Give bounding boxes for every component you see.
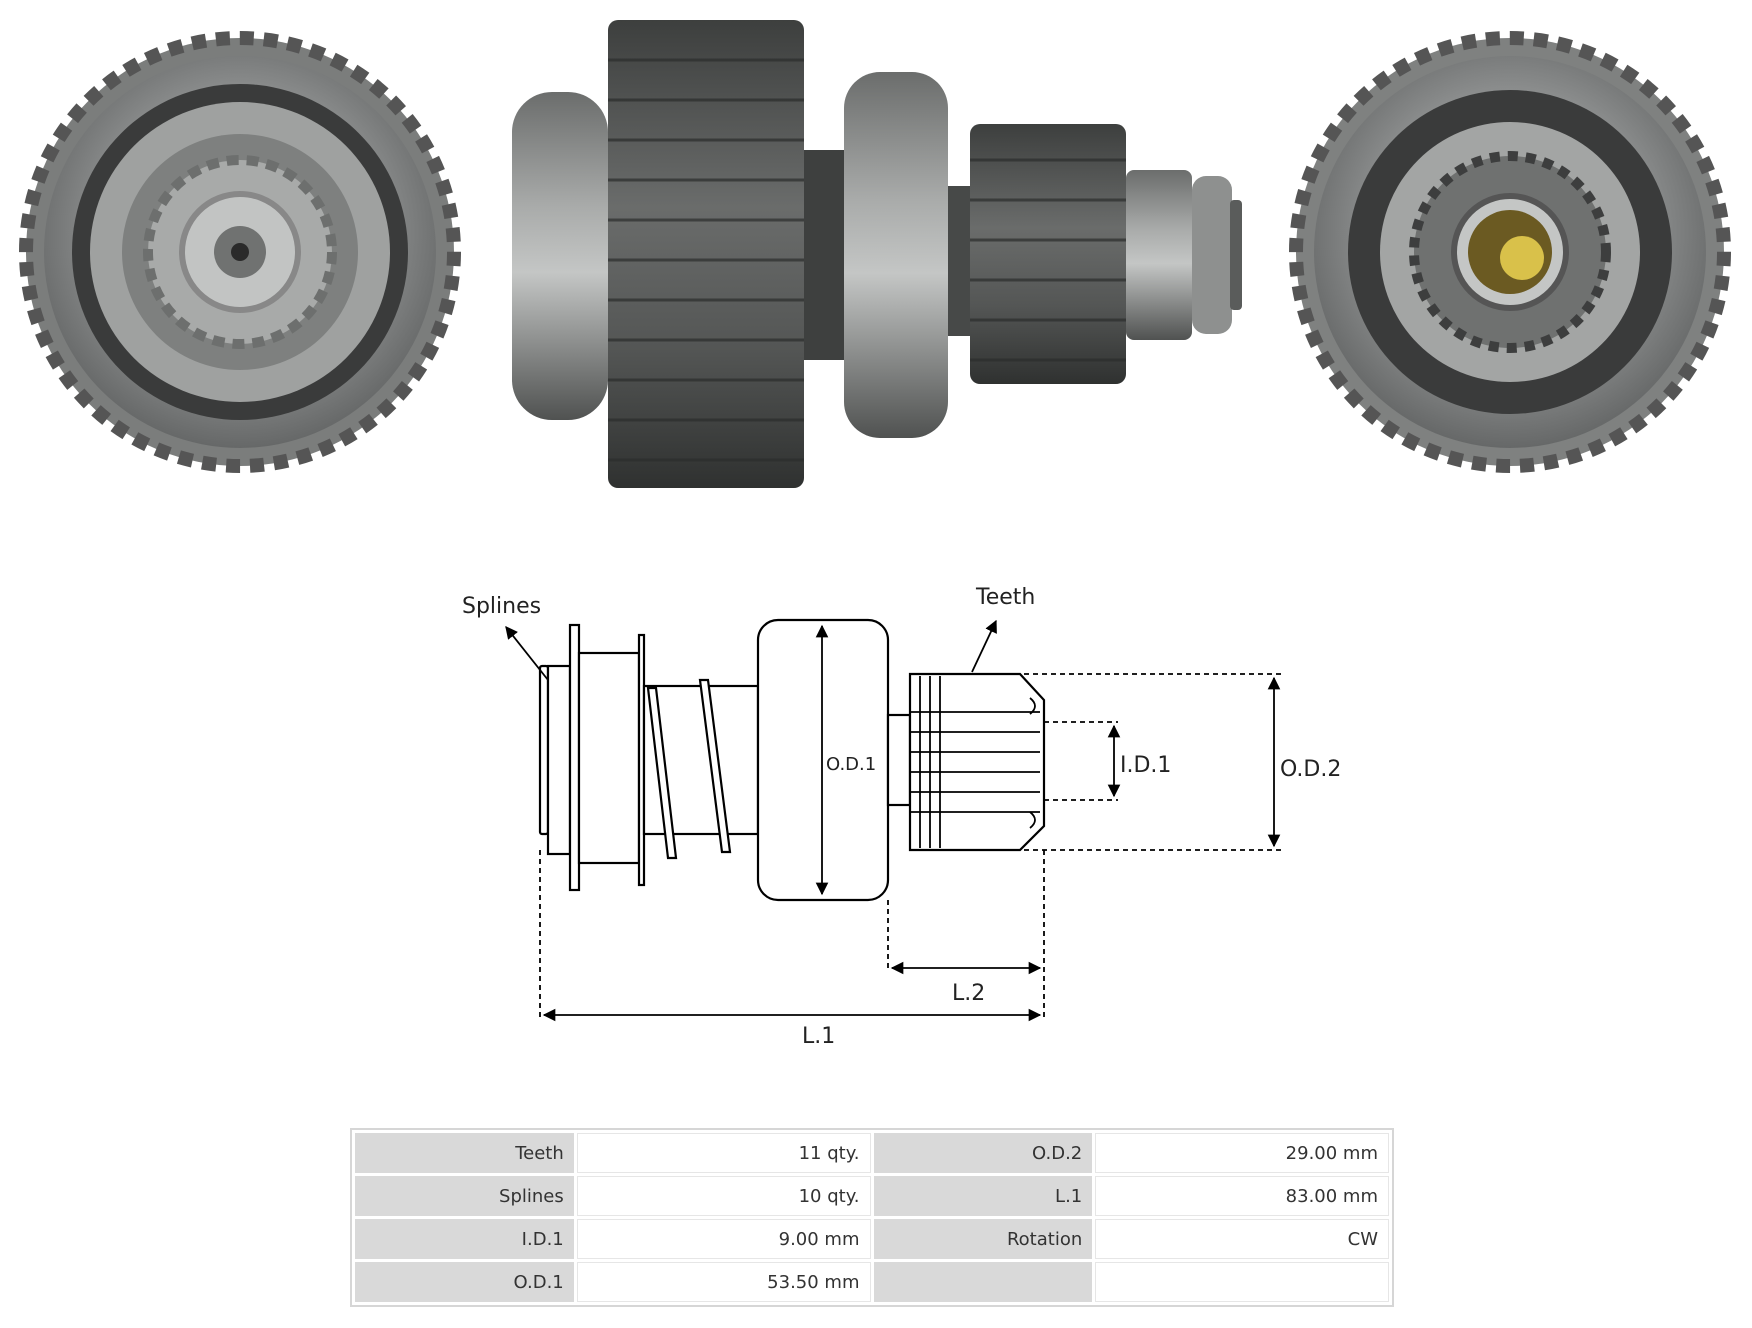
label-teeth: Teeth [975, 585, 1035, 610]
table-row: Teeth 11 qty. O.D.2 29.00 mm [355, 1133, 1389, 1173]
spec-value: 29.00 mm [1095, 1133, 1389, 1173]
label-id1: I.D.1 [1120, 753, 1171, 778]
spec-key: Teeth [355, 1133, 574, 1173]
spec-value: 9.00 mm [576, 1219, 871, 1259]
table-row: Splines 10 qty. L.1 83.00 mm [355, 1176, 1389, 1216]
spec-key [873, 1262, 1093, 1302]
label-l1: L.1 [802, 1024, 835, 1049]
spec-value [1095, 1262, 1389, 1302]
label-splines: Splines [462, 594, 541, 619]
dimension-lines [505, 619, 1282, 1022]
spec-key: L.1 [873, 1176, 1093, 1216]
drive-outline [538, 618, 1046, 902]
technical-diagram: Splines Teeth O.D.1 I.D.1 O.D.2 L.2 L.1 [462, 585, 1341, 1049]
gear-rear-view-photo [1289, 31, 1731, 473]
spec-value: 10 qty. [576, 1176, 871, 1216]
product-photos [19, 20, 1731, 488]
spec-key: Splines [355, 1176, 574, 1216]
table-row: I.D.1 9.00 mm Rotation CW [355, 1219, 1389, 1259]
pinion-teeth-lines [910, 676, 1040, 848]
label-od1: O.D.1 [826, 754, 876, 775]
label-l2: L.2 [952, 981, 985, 1006]
spec-value: CW [1095, 1219, 1389, 1259]
spec-key: O.D.2 [873, 1133, 1093, 1173]
spec-key: O.D.1 [355, 1262, 574, 1302]
label-od2: O.D.2 [1280, 757, 1341, 782]
table-row: O.D.1 53.50 mm [355, 1262, 1389, 1302]
spec-value: 83.00 mm [1095, 1176, 1389, 1216]
gear-front-view-photo [19, 31, 461, 473]
specifications-table: Teeth 11 qty. O.D.2 29.00 mm Splines 10 … [350, 1128, 1394, 1307]
drive-side-view-photo [512, 20, 1242, 488]
spec-key: Rotation [873, 1219, 1093, 1259]
spec-key: I.D.1 [355, 1219, 574, 1259]
spec-value: 11 qty. [576, 1133, 871, 1173]
spec-value: 53.50 mm [576, 1262, 871, 1302]
